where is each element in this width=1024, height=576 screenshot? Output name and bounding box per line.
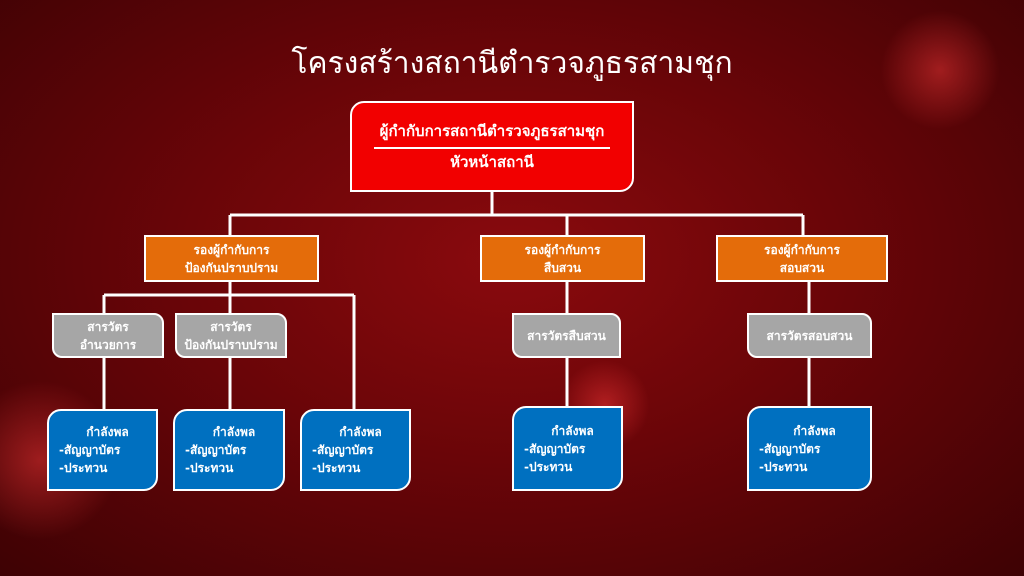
deputy-prevention-box: รองผู้กำกับการป้องกันปราบปราม (144, 235, 319, 282)
chief-title: ผู้กำกับการสถานีตำรวจภูธรสามชุก (373, 120, 611, 149)
inspector-label: สารวัตร (210, 319, 252, 334)
deputy-label: รองผู้กำกับการ (764, 242, 840, 257)
background-glow (880, 10, 1000, 130)
force-item: -ประทวน (312, 461, 361, 475)
force-title: กำลังพล (793, 423, 836, 438)
deputy-dept: ป้องกันปราบปราม (184, 260, 279, 275)
force-item: -สัญญาบัตร (759, 441, 821, 456)
chief-role: หัวหน้าสถานี (450, 152, 534, 171)
force-title: กำลังพล (212, 425, 256, 439)
force-title: กำลังพล (551, 423, 594, 438)
inspector-prevention-box: สารวัตรป้องกันปราบปราม (175, 313, 287, 358)
deputy-label: รองผู้กำกับการ (193, 242, 270, 257)
force-item: -สัญญาบัตร (524, 441, 586, 456)
deputy-inquiry-box: รองผู้กำกับการสอบสวน (716, 235, 888, 282)
force-box: กำลังพล -สัญญาบัตร -ประทวน (747, 406, 872, 491)
force-title: กำลังพล (339, 425, 382, 439)
force-item: -สัญญาบัตร (59, 443, 121, 457)
force-box: กำลังพล -สัญญาบัตร -ประทวน (173, 409, 285, 491)
force-box: กำลังพล -สัญญาบัตร -ประทวน (300, 409, 411, 491)
force-box: กำลังพล -สัญญาบัตร -ประทวน (512, 406, 623, 491)
inspector-dept: ป้องกันปราบปราม (184, 337, 278, 352)
deputy-dept: สอบสวน (779, 260, 825, 275)
force-item: -ประทวน (759, 459, 808, 474)
force-item: -สัญญาบัตร (312, 443, 374, 457)
force-title: กำลังพล (86, 425, 129, 439)
station-chief-box: ผู้กำกับการสถานีตำรวจภูธรสามชุก หัวหน้าส… (350, 101, 634, 192)
inspector-inquiry-box: สารวัตรสอบสวน (747, 313, 872, 358)
page-title: โครงสร้างสถานีตำรวจภูธรสามชุก (291, 46, 733, 81)
inspector-label: สารวัตรสอบสวน (766, 328, 853, 343)
force-item: -ประทวน (59, 461, 108, 475)
inspector-investigation-box: สารวัตรสืบสวน (512, 313, 621, 358)
inspector-dept: อำนวยการ (79, 337, 137, 352)
force-item: -ประทวน (185, 461, 234, 475)
inspector-label: สารวัตรสืบสวน (527, 328, 606, 343)
force-item: -ประทวน (524, 459, 573, 474)
force-item: -สัญญาบัตร (185, 443, 247, 457)
deputy-investigation-box: รองผู้กำกับการสืบสวน (480, 235, 645, 282)
inspector-label: สารวัตร (87, 319, 129, 334)
inspector-admin-box: สารวัตรอำนวยการ (52, 313, 164, 358)
deputy-label: รองผู้กำกับการ (524, 242, 601, 257)
force-box: กำลังพล -สัญญาบัตร -ประทวน (47, 409, 158, 491)
deputy-dept: สืบสวน (543, 260, 582, 275)
